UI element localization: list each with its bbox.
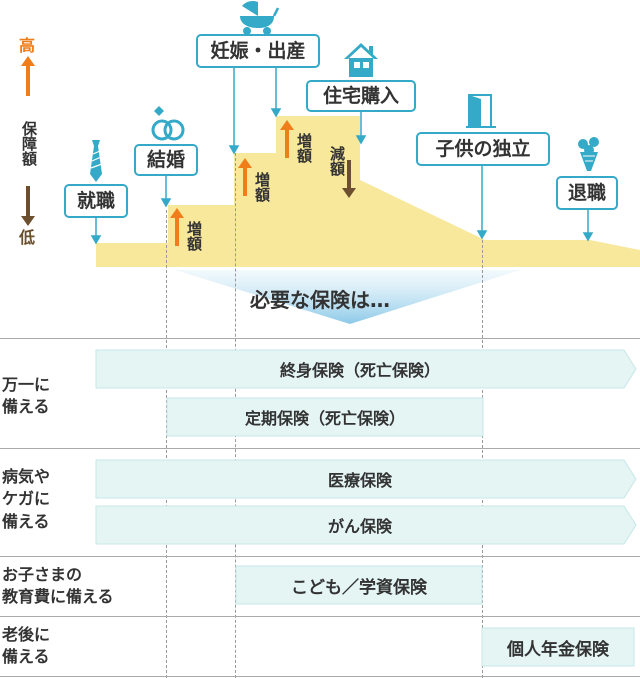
increase-arrow-1 bbox=[170, 208, 184, 246]
stage-independence: 子供の独立 bbox=[416, 132, 550, 166]
door-icon bbox=[466, 94, 496, 128]
increase-arrow-2 bbox=[238, 158, 252, 196]
bar-cancer bbox=[95, 505, 637, 545]
bouquet-icon bbox=[578, 137, 599, 171]
axis-title: 保障額 bbox=[20, 120, 38, 166]
label-pension: 個人年金保険 bbox=[507, 639, 609, 660]
stage-marriage: 結婚 bbox=[134, 144, 198, 176]
coverage-area bbox=[96, 116, 640, 267]
stage-birth: 妊娠・出産 bbox=[196, 34, 320, 68]
increase-label-2: 増額 bbox=[253, 172, 271, 202]
bar-pension bbox=[481, 627, 635, 667]
necktie-icon bbox=[90, 140, 103, 182]
decrease-arrow bbox=[342, 160, 356, 198]
category-illness: 病気や ケガに 備える bbox=[2, 467, 51, 531]
separator-3 bbox=[0, 616, 640, 617]
category-death: 万一に 備える bbox=[2, 375, 51, 417]
stage-house: 住宅購入 bbox=[306, 80, 416, 112]
baby-carriage-icon bbox=[240, 0, 280, 35]
guide-marriage bbox=[166, 210, 167, 678]
label-medical: 医療保険 bbox=[327, 471, 392, 490]
decrease-label: 減額 bbox=[328, 146, 346, 176]
bar-term bbox=[166, 397, 484, 437]
increase-label-1: 増額 bbox=[185, 221, 203, 251]
stage-employment: 就職 bbox=[64, 184, 128, 218]
bar-education bbox=[235, 565, 483, 605]
rings-icon bbox=[151, 106, 185, 141]
increase-label-3: 増額 bbox=[295, 133, 313, 163]
axis-high-label: 高 bbox=[19, 36, 36, 55]
label-education: こども／学資保険 bbox=[291, 577, 427, 598]
label-cancer: がん保険 bbox=[327, 517, 392, 536]
label-term: 定期保険（死亡保険） bbox=[244, 409, 405, 428]
increase-arrow-3 bbox=[280, 120, 294, 158]
category-education: お子さまの 教育費に備える bbox=[2, 565, 114, 607]
separator-bottom bbox=[0, 676, 640, 677]
needed-caption: 必要な保険は… bbox=[250, 288, 390, 312]
label-whole-life: 終身保険（死亡保険） bbox=[279, 361, 440, 380]
category-retirement: 老後に 備える bbox=[2, 625, 51, 667]
axis-low-label: 低 bbox=[19, 228, 36, 247]
stage-connectors bbox=[90, 68, 594, 245]
axis-down-arrow bbox=[21, 186, 35, 226]
stage-retirement: 退職 bbox=[556, 176, 618, 210]
house-icon bbox=[344, 43, 378, 77]
separator-1 bbox=[0, 448, 640, 449]
needed-wedge bbox=[175, 270, 520, 324]
separator-top bbox=[0, 338, 640, 339]
separator-2 bbox=[0, 556, 640, 557]
guide-independence bbox=[482, 240, 483, 678]
bar-whole-life bbox=[95, 349, 637, 389]
bar-medical bbox=[95, 459, 637, 499]
axis-up-arrow bbox=[21, 56, 35, 96]
